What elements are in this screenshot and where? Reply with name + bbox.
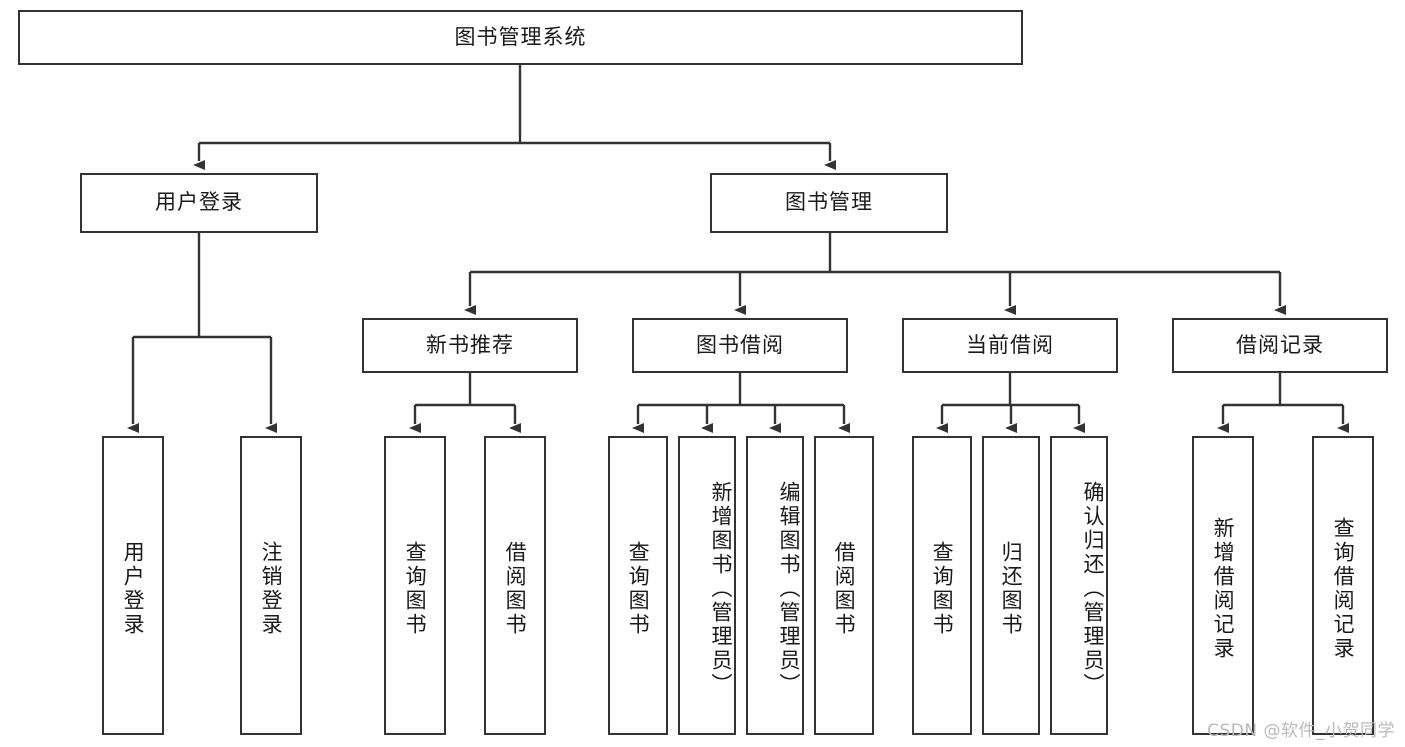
csdn-watermark: CSDN @软件_小贺同学 (1207, 721, 1395, 741)
leaf-user-logout[interactable]: 注销登录 (240, 436, 302, 735)
leaf-borrow-book-label: 借阅图书 (832, 540, 857, 637)
leaf-return-book-label: 归还图书 (999, 540, 1024, 637)
edge-root-to-level1 (193, 65, 836, 170)
edge-current-to-leaves (936, 373, 1085, 433)
leaf-user-logout-label: 注销登录 (259, 540, 284, 637)
node-user-login[interactable]: 用户登录 (80, 173, 318, 233)
node-current-borrow[interactable]: 当前借阅 (902, 318, 1118, 373)
leaf-confirm-return-admin[interactable]: 确认归还（管理员） (1050, 436, 1108, 735)
leaf-query-borrow-record-label: 查询借阅记录 (1331, 516, 1356, 661)
leaf-edit-book-admin-label: 编辑图书（管理员） (777, 480, 801, 697)
leaf-user-login-label: 用户登录 (121, 540, 146, 637)
node-root-label: 图书管理系统 (454, 24, 587, 49)
leaf-edit-book-admin[interactable]: 编辑图书（管理员） (746, 436, 804, 735)
leaf-borrow-book-newbook-label: 借阅图书 (503, 540, 528, 637)
leaf-query-book-current[interactable]: 查询图书 (912, 436, 972, 735)
node-user-login-label: 用户登录 (155, 190, 243, 215)
node-root[interactable]: 图书管理系统 (18, 10, 1023, 65)
edge-userlogin-to-leaves (127, 233, 277, 433)
node-new-book-recommend-label: 新书推荐 (426, 332, 514, 357)
node-book-borrow[interactable]: 图书借阅 (632, 318, 848, 373)
leaf-borrow-book-newbook[interactable]: 借阅图书 (484, 436, 546, 735)
edge-borrow-to-leaves (632, 373, 850, 433)
node-new-book-recommend[interactable]: 新书推荐 (362, 318, 578, 373)
leaf-query-book-borrow-label: 查询图书 (626, 540, 651, 637)
node-borrow-records[interactable]: 借阅记录 (1172, 318, 1388, 373)
edge-records-to-leaves (1217, 373, 1349, 433)
leaf-add-book-admin-label: 新增图书（管理员） (709, 480, 733, 697)
leaf-query-book-borrow[interactable]: 查询图书 (608, 436, 668, 735)
edge-bookmgmt-to-level2 (464, 233, 1286, 315)
node-borrow-records-label: 借阅记录 (1236, 332, 1324, 357)
leaf-user-login[interactable]: 用户登录 (102, 436, 164, 735)
leaf-query-book-current-label: 查询图书 (930, 540, 955, 637)
leaf-borrow-book[interactable]: 借阅图书 (814, 436, 874, 735)
node-current-borrow-label: 当前借阅 (966, 332, 1054, 357)
node-book-management[interactable]: 图书管理 (710, 173, 948, 233)
leaf-return-book[interactable]: 归还图书 (982, 436, 1040, 735)
leaf-query-book-newbook[interactable]: 查询图书 (384, 436, 446, 735)
leaf-confirm-return-admin-label: 确认归还（管理员） (1081, 480, 1105, 697)
leaf-query-borrow-record[interactable]: 查询借阅记录 (1312, 436, 1374, 735)
edge-newbook-to-leaves (409, 373, 521, 433)
node-book-management-label: 图书管理 (785, 190, 873, 215)
leaf-query-book-newbook-label: 查询图书 (403, 540, 428, 637)
leaf-add-borrow-record[interactable]: 新增借阅记录 (1192, 436, 1254, 735)
node-book-borrow-label: 图书借阅 (696, 332, 784, 357)
leaf-add-borrow-record-label: 新增借阅记录 (1211, 516, 1236, 661)
leaf-add-book-admin[interactable]: 新增图书（管理员） (678, 436, 736, 735)
